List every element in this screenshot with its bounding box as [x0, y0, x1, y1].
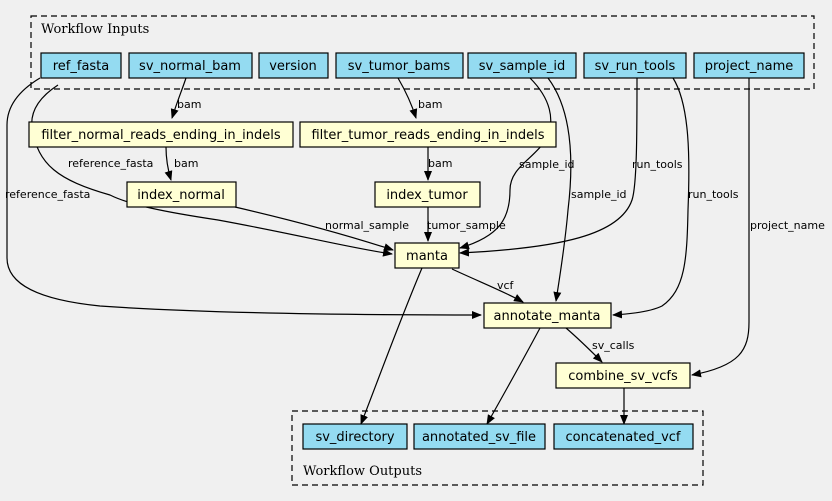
workflow-inputs-cluster: Workflow Inputs [30, 15, 815, 90]
input-version[interactable]: version [258, 52, 329, 79]
edge-annotate-manta-to-combine: sv_calls [565, 327, 635, 363]
edge-label-tumor-sample: tumor_sample [427, 219, 506, 232]
edge-label-tumor-indexed-bam: bam [428, 157, 452, 170]
input-sv-run-tools[interactable]: sv_run_tools [583, 52, 687, 79]
step-index-tumor-label: index_tumor [386, 188, 468, 203]
workflow-outputs-cluster: Workflow Outputs [291, 410, 704, 486]
output-concatenated-vcf[interactable]: concatenated_vcf [553, 423, 694, 450]
input-sv-tumor-bams-label: sv_tumor_bams [348, 59, 451, 74]
edge-sv-run-tools-to-annotate-manta: run_tools [612, 77, 739, 319]
input-sv-run-tools-label: sv_run_tools [595, 59, 676, 74]
step-combine-sv-vcfs[interactable]: combine_sv_vcfs [555, 362, 691, 389]
output-sv-directory[interactable]: sv_directory [302, 423, 408, 450]
edge-ref-fasta-to-annotate-manta: reference_fasta [5, 77, 482, 319]
input-sv-normal-bam-label: sv_normal_bam [139, 59, 241, 74]
edge-label-reference-fasta-manta: reference_fasta [68, 157, 153, 170]
edge-label-sample-id-annotate: sample_id [571, 188, 627, 201]
input-sv-sample-id[interactable]: sv_sample_id [467, 52, 577, 79]
workflow-outputs-label: Workflow Outputs [303, 464, 422, 479]
step-manta[interactable]: manta [394, 242, 460, 269]
edge-manta-to-annotate-manta: vcf [451, 268, 524, 303]
input-sv-sample-id-label: sv_sample_id [479, 59, 566, 74]
step-index-normal-label: index_normal [137, 188, 225, 203]
input-project-name[interactable]: project_name [693, 52, 805, 79]
edge-label-run-tools-annotate: run_tools [688, 188, 739, 201]
edge-label-normal-sample: normal_sample [325, 219, 409, 232]
step-filter-tumor-reads[interactable]: filter_tumor_reads_ending_in_indels [299, 121, 557, 148]
edge-label-tumor-bam: bam [418, 98, 442, 111]
edge-label-normal-bam: bam [177, 98, 201, 111]
step-annotate-manta-label: annotate_manta [494, 309, 601, 324]
input-sv-normal-bam[interactable]: sv_normal_bam [128, 52, 253, 79]
edge-label-vcf: vcf [497, 279, 515, 292]
input-project-name-label: project_name [705, 59, 794, 74]
edge-index-normal-to-manta: normal_sample [234, 206, 409, 252]
input-version-label: version [269, 59, 317, 74]
output-concatenated-vcf-label: concatenated_vcf [565, 430, 680, 445]
output-annotated-sv-file-label: annotated_sv_file [422, 430, 536, 445]
input-sv-tumor-bams[interactable]: sv_tumor_bams [335, 52, 464, 79]
step-annotate-manta[interactable]: annotate_manta [483, 302, 612, 329]
edge-filter-normal-to-index-normal: bam [164, 146, 198, 181]
edge-filter-tumor-to-index-tumor: bam [424, 147, 452, 181]
edge-label-sample-id-manta: sample_id [519, 158, 575, 171]
output-sv-directory-label: sv_directory [315, 430, 394, 445]
edge-label-reference-fasta-annotate: reference_fasta [5, 188, 90, 201]
edge-sv-sample-id-to-annotate-manta: sample_id [547, 77, 627, 302]
edge-annotate-manta-to-annotated-sv-file [486, 327, 541, 425]
edge-project-name-to-combine: project_name [691, 78, 825, 378]
edge-index-tumor-to-manta: tumor_sample [424, 207, 506, 242]
edge-sv-tumor-bams-to-filter-tumor: bam [397, 77, 442, 119]
step-manta-label: manta [406, 249, 448, 264]
edge-sv-sample-id-to-manta: sample_id [459, 77, 575, 250]
edge-sv-run-tools-to-manta: run_tools [459, 77, 683, 257]
edge-sv-normal-bam-to-filter-normal: bam [170, 77, 201, 119]
step-filter-normal-reads[interactable]: filter_normal_reads_ending_in_indels [28, 121, 294, 148]
edge-label-run-tools-manta: run_tools [632, 158, 683, 171]
step-filter-tumor-reads-label: filter_tumor_reads_ending_in_indels [311, 128, 544, 143]
workflow-inputs-label: Workflow Inputs [41, 22, 149, 37]
edge-label-sv-calls: sv_calls [592, 339, 635, 352]
edge-label-project-name: project_name [750, 219, 825, 232]
edge-manta-to-sv-directory [360, 267, 423, 425]
input-ref-fasta-label: ref_fasta [53, 59, 110, 74]
edge-label-normal-indexed-bam: bam [174, 157, 198, 170]
step-index-normal[interactable]: index_normal [126, 181, 237, 208]
input-ref-fasta[interactable]: ref_fasta [40, 52, 122, 79]
step-combine-sv-vcfs-label: combine_sv_vcfs [568, 369, 678, 384]
output-annotated-sv-file[interactable]: annotated_sv_file [413, 423, 546, 450]
step-index-tumor[interactable]: index_tumor [374, 181, 481, 208]
step-filter-normal-reads-label: filter_normal_reads_ending_in_indels [41, 128, 280, 143]
